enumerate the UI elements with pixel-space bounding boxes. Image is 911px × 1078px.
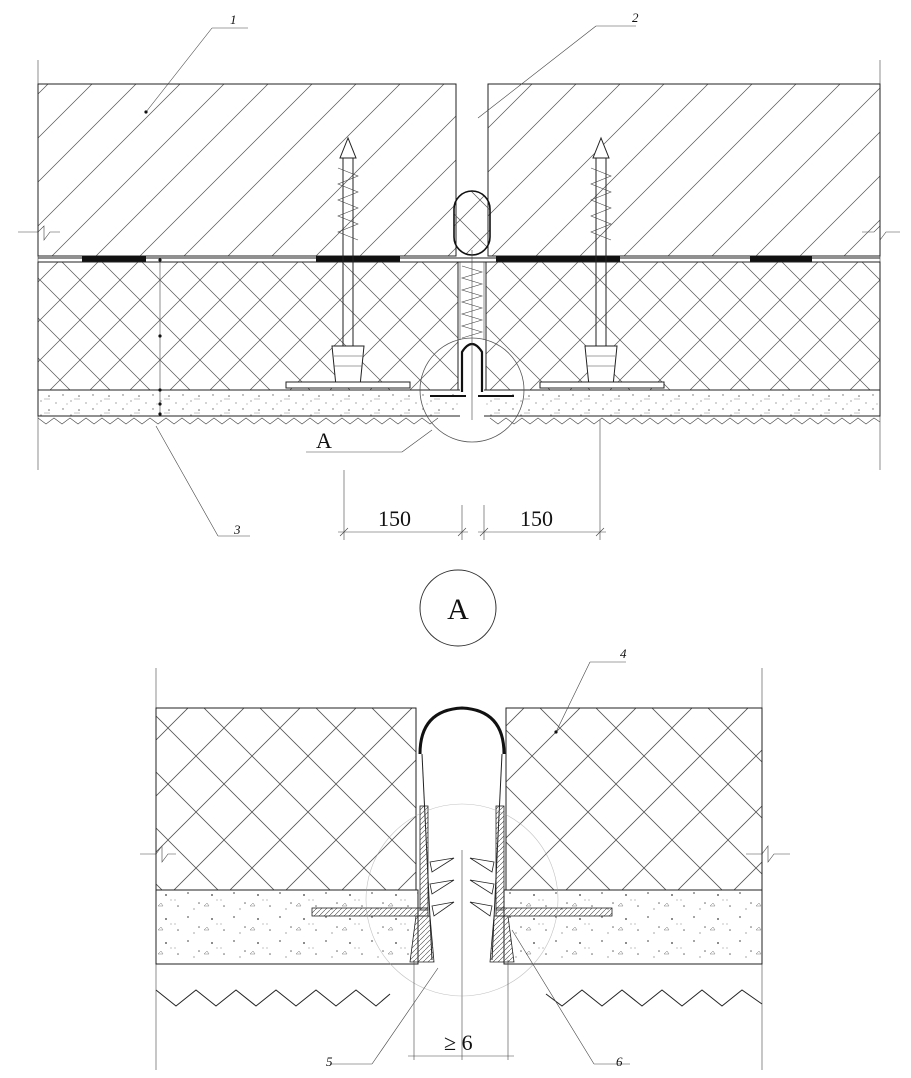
adhesive-strip <box>316 256 400 262</box>
detail-insulation-right <box>505 707 763 891</box>
dimension-right: 150 <box>520 506 553 531</box>
adhesive-strip <box>82 256 146 262</box>
profile-fins <box>429 857 495 917</box>
wall-block-left <box>37 83 457 257</box>
joint-filler <box>460 265 484 339</box>
detail-title-circle <box>419 569 497 647</box>
detail-insulation-left <box>155 707 417 891</box>
profile-flange-left <box>311 907 429 917</box>
finish-coat-right <box>489 417 881 425</box>
anchor-left <box>285 136 411 389</box>
callout-5: 5 <box>326 1054 333 1069</box>
detail-finish-left <box>155 989 391 1007</box>
detail-title: A <box>447 593 469 626</box>
detail-finish-right <box>545 989 763 1007</box>
detail-section: 4 5 6 ≥ 6 <box>140 646 790 1070</box>
detail-plaster-left <box>155 889 419 965</box>
sealing-cord <box>453 190 491 256</box>
detail-plaster-right <box>503 889 763 965</box>
callout-1: 1 <box>230 12 237 27</box>
profile-arm-right <box>495 805 505 911</box>
anchor-right <box>539 136 665 389</box>
profile-arm-left <box>419 805 429 911</box>
callout-2: 2 <box>632 10 639 25</box>
adhesive-strip <box>750 256 812 262</box>
plaster-layer <box>37 389 881 417</box>
adhesive-strip <box>496 256 620 262</box>
profile-foot-right <box>489 915 515 963</box>
insulation-left <box>37 261 459 391</box>
wall-block-right <box>487 83 881 257</box>
profile-foot-left <box>409 915 435 963</box>
detail-profile-cap <box>418 706 506 755</box>
detail-marker-label: A <box>316 428 332 453</box>
profile-flange-right <box>495 907 613 917</box>
dimension-left: 150 <box>378 506 411 531</box>
detail-circle <box>419 337 525 443</box>
insulation-right <box>485 261 881 391</box>
dimension-min-gap: ≥ 6 <box>444 1030 473 1055</box>
finish-coat-left <box>37 417 439 425</box>
callout-6: 6 <box>616 1054 623 1069</box>
callout-3: 3 <box>233 522 241 537</box>
main-section: A 1 2 3 150 150 <box>18 10 900 540</box>
callout-4: 4 <box>620 646 627 661</box>
